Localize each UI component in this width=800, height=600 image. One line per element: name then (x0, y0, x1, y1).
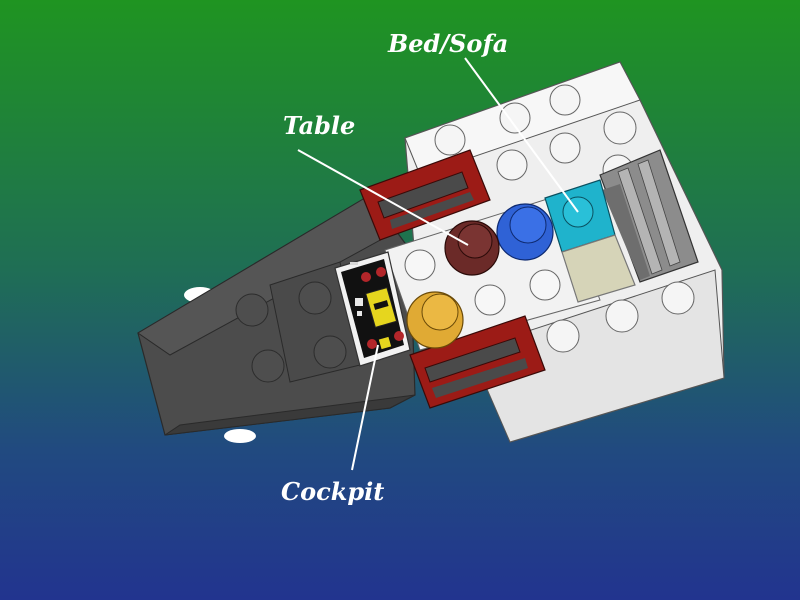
gold-stud (406, 291, 464, 349)
leader-lines (297, 57, 579, 471)
leader-line-cockpit (351, 344, 379, 471)
red-rail-lower (409, 315, 546, 409)
table-piece (444, 220, 500, 276)
label-table: Table (283, 111, 356, 140)
grey-rail (599, 149, 699, 283)
leader-line-table (297, 149, 469, 246)
blue-stud (496, 203, 554, 261)
label-bed-sofa: Bed/Sofa (388, 29, 509, 58)
cockpit-panel (334, 251, 411, 367)
leader-line-bed-sofa (464, 57, 579, 213)
dark-hull (137, 194, 416, 443)
label-cockpit: Cockpit (281, 477, 385, 506)
